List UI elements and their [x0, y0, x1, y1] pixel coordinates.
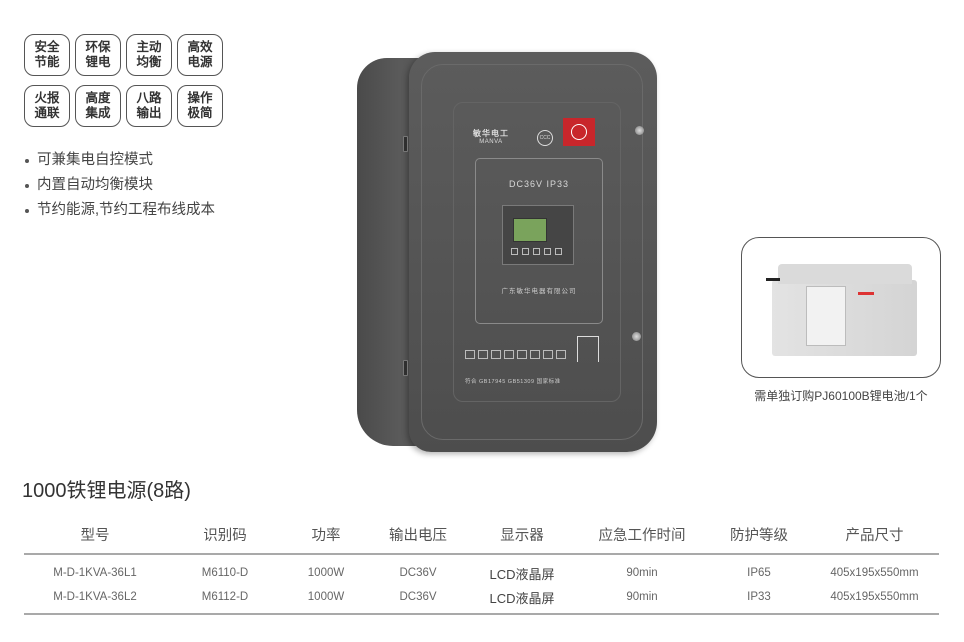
controller-button-icon: [533, 248, 540, 255]
battery-label: [806, 286, 846, 346]
column-header-power: 功率: [284, 516, 368, 555]
panel-feature-icon: [491, 350, 501, 359]
negative-terminal-icon: [766, 278, 780, 281]
column-header-runtime: 应急工作时间: [576, 516, 708, 555]
bullet-item: 节约能源,节约工程布线成本: [22, 198, 215, 223]
controller-module: [502, 205, 574, 265]
emergency-exit-icon: [577, 336, 599, 362]
feature-badge-eight-outputs: 八路输出: [126, 85, 172, 127]
column-header-display: 显示器: [468, 516, 576, 555]
panel-feature-icon: [504, 350, 514, 359]
table-row: M-D-1KVA-36L2 M6112-D 1000W DC36V LCD液晶屏…: [24, 585, 939, 615]
feature-badges: 安全节能 环保锂电 主动均衡 高效电源 火报通联 高度集成 八路输出 操作极简: [24, 34, 226, 127]
cell-runtime: 90min: [626, 567, 658, 579]
column-header-protection: 防护等级: [708, 516, 810, 555]
panel-feature-icon: [530, 350, 540, 359]
bullet-dot-icon: [25, 183, 29, 188]
cell-protection: IP33: [708, 585, 810, 615]
cell-size: 405x195x550mm: [830, 567, 919, 579]
cell-power: 1000W: [284, 585, 368, 615]
screw-icon: [632, 332, 641, 341]
power-cabinet-image: 敏华电工 MANVA CCC DC36V IP33 广东敏华电器有限公司 符合 …: [357, 52, 657, 452]
cell-size: 405x195x550mm: [810, 585, 939, 615]
cell-power: 1000W: [307, 567, 345, 579]
feature-badge-active-balance: 主动均衡: [126, 34, 172, 76]
ccc-mark-icon: CCC: [537, 130, 553, 146]
hinge-icon: [403, 360, 408, 376]
battery-lid: [778, 264, 912, 284]
cell-model: M-D-1KVA-36L2: [24, 585, 166, 615]
controller-button-icon: [555, 248, 562, 255]
battery-image: [766, 264, 917, 356]
cell-protection: IP65: [747, 567, 771, 579]
spec-table: 型号 识别码 功率 输出电压 显示器 应急工作时间 防护等级 产品尺寸 M-D-…: [24, 516, 939, 615]
company-name: 广东敏华电器有限公司: [501, 288, 577, 295]
cell-code: M6112-D: [166, 585, 284, 615]
feature-badge-fire-alarm-link: 火报通联: [24, 85, 70, 127]
bullet-item: 可兼集电自控模式: [22, 148, 215, 173]
cabinet-panel: [453, 102, 621, 402]
certification-label-icon: [563, 118, 595, 146]
cell-runtime: 90min: [576, 585, 708, 615]
feature-bullet-list: 可兼集电自控模式 内置自动均衡模块 节约能源,节约工程布线成本: [22, 148, 215, 223]
cell-voltage: DC36V: [399, 567, 437, 579]
battery-card: [741, 237, 941, 378]
bullet-item: 内置自动均衡模块: [22, 173, 215, 198]
panel-feature-icon: [517, 350, 527, 359]
hinge-icon: [403, 136, 408, 152]
cell-code: M6110-D: [201, 567, 249, 579]
column-header-model: 型号: [24, 516, 166, 555]
standard-compliance-text: 符合 GB17945 GB51309 国家标准: [465, 379, 561, 385]
battery-caption: 需单独订购PJ60100B锂电池/1个: [754, 389, 928, 403]
column-header-code: 识别码: [166, 516, 284, 555]
feature-badge-efficient-power: 高效电源: [177, 34, 223, 76]
lcd-screen: [513, 218, 547, 242]
table-row: M-D-1KVA-36L1 M6110-D 1000W DC36V LCD液晶屏…: [24, 554, 939, 585]
bullet-dot-icon: [25, 208, 29, 213]
panel-feature-icon: [478, 350, 488, 359]
controller-button-icon: [511, 248, 518, 255]
cell-display: LCD液晶屏: [468, 585, 576, 615]
feature-badge-highly-integrated: 高度集成: [75, 85, 121, 127]
panel-feature-icon: [543, 350, 553, 359]
brand-logo: 敏华电工 MANVA: [473, 129, 509, 145]
panel-feature-icon: [465, 350, 475, 359]
feature-icon-row: [465, 350, 566, 359]
control-panel: DC36V IP33 广东敏华电器有限公司: [475, 158, 603, 324]
cell-model: M-D-1KVA-36L1: [53, 567, 137, 579]
controller-button-icon: [522, 248, 529, 255]
feature-badge-safe-energy-saving: 安全节能: [24, 34, 70, 76]
column-header-voltage: 输出电压: [368, 516, 468, 555]
voltage-rating-label: DC36V IP33: [508, 179, 570, 189]
cabinet-door-outline: [421, 64, 643, 440]
screw-icon: [635, 126, 644, 135]
controller-button-icon: [544, 248, 551, 255]
bullet-dot-icon: [25, 158, 29, 163]
cell-display: LCD液晶屏: [489, 566, 555, 582]
cell-voltage: DC36V: [368, 585, 468, 615]
panel-feature-icon: [556, 350, 566, 359]
product-title: 1000铁锂电源(8路): [22, 480, 191, 502]
feature-badge-eco-lithium: 环保锂电: [75, 34, 121, 76]
table-header-row: 型号 识别码 功率 输出电压 显示器 应急工作时间 防护等级 产品尺寸: [24, 516, 939, 555]
positive-terminal-icon: [858, 292, 874, 295]
controller-buttons: [511, 248, 562, 255]
feature-badge-simple-operation: 操作极简: [177, 85, 223, 127]
column-header-size: 产品尺寸: [810, 516, 939, 555]
